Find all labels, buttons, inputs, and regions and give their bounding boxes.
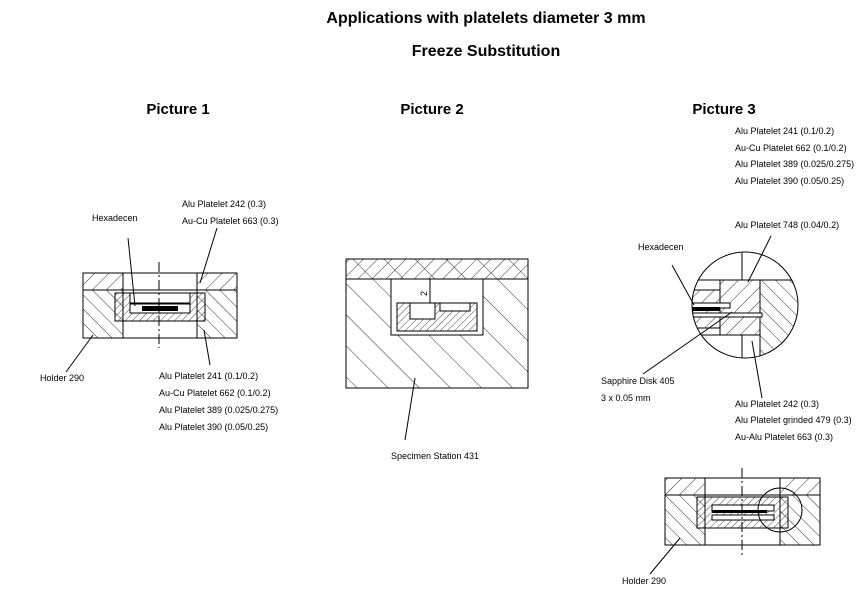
label: Alu Platelet 242 (0.3) — [735, 399, 819, 409]
picture-2-heading: Picture 2 — [400, 101, 463, 118]
sapphire-label: Sapphire Disk 405 — [601, 376, 675, 386]
holder-assembly — [649, 468, 821, 575]
picture-2: Picture 2 2 Specimen Station 431 — [345, 101, 529, 461]
hexadecen-label: Hexadecen — [638, 242, 684, 252]
label: Alu Platelet 389 (0.025/0.275) — [735, 159, 854, 169]
specimen-bar — [142, 306, 178, 311]
label: Alu Platelet 390 (0.05/0.25) — [735, 176, 844, 186]
picture-1-heading: Picture 1 — [146, 101, 209, 118]
hexadecen-label: Hexadecen — [92, 213, 138, 223]
platelet-748-label: Alu Platelet 748 (0.04/0.2) — [735, 220, 839, 230]
station-label: Specimen Station 431 — [391, 451, 479, 461]
picture-1: Picture 1 Hexadecen Alu Platelet 242 (0.… — [40, 101, 279, 432]
holder-label: Holder 290 — [40, 373, 84, 383]
picture-3-heading: Picture 3 — [692, 101, 755, 118]
picture-3: Picture 3 Alu Platelet 241 (0.1/0.2) Au-… — [601, 101, 854, 586]
label: Alu Platelet 390 (0.05/0.25) — [159, 422, 268, 432]
label: Alu Platelet 242 (0.3) — [182, 199, 266, 209]
sapphire-size-label: 3 x 0.05 mm — [601, 393, 651, 403]
label: Au-Cu Platelet 663 (0.3) — [182, 216, 279, 226]
label: Au-Alu Platelet 663 (0.3) — [735, 432, 833, 442]
label: Au-Cu Platelet 662 (0.1/0.2) — [159, 388, 271, 398]
label: Au-Cu Platelet 662 (0.1/0.2) — [735, 143, 847, 153]
page-subtitle: Freeze Substitution — [412, 43, 560, 60]
dimension-label: 2 — [419, 291, 429, 296]
holder-label: Holder 290 — [622, 576, 666, 586]
label: Alu Platelet grinded 479 (0.3) — [735, 415, 852, 425]
page-title: Applications with platelets diameter 3 m… — [326, 10, 645, 27]
detail-circle — [692, 252, 798, 358]
label: Alu Platelet 389 (0.025/0.275) — [159, 405, 278, 415]
label: Alu Platelet 241 (0.1/0.2) — [159, 371, 258, 381]
label: Alu Platelet 241 (0.1/0.2) — [735, 126, 834, 136]
